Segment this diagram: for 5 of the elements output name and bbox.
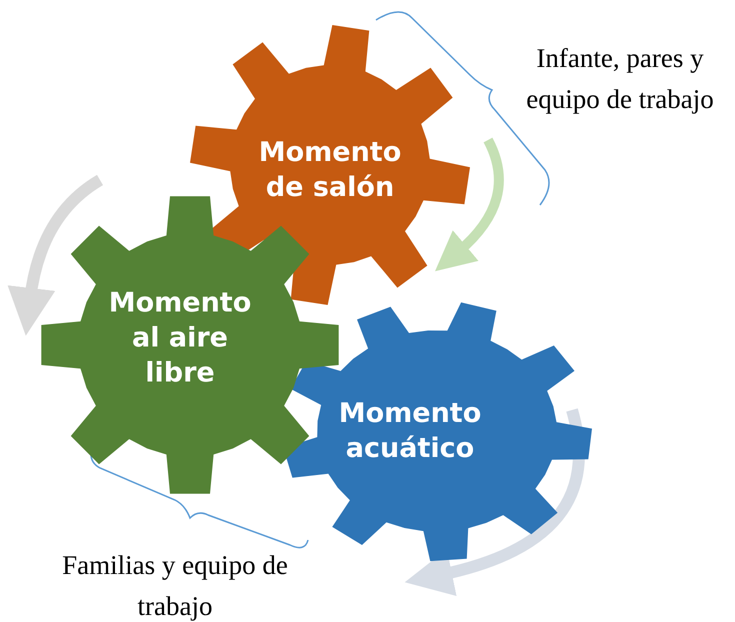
gear-label: Momento acuático (338, 396, 482, 466)
gear-label: Momento al aire libre (108, 286, 252, 391)
gear-label: Momento de salón (258, 136, 402, 205)
group-label: Infante, pares y equipo de trabajo (525, 42, 715, 116)
group-label: Familias y equipo de trabajo (61, 549, 289, 622)
